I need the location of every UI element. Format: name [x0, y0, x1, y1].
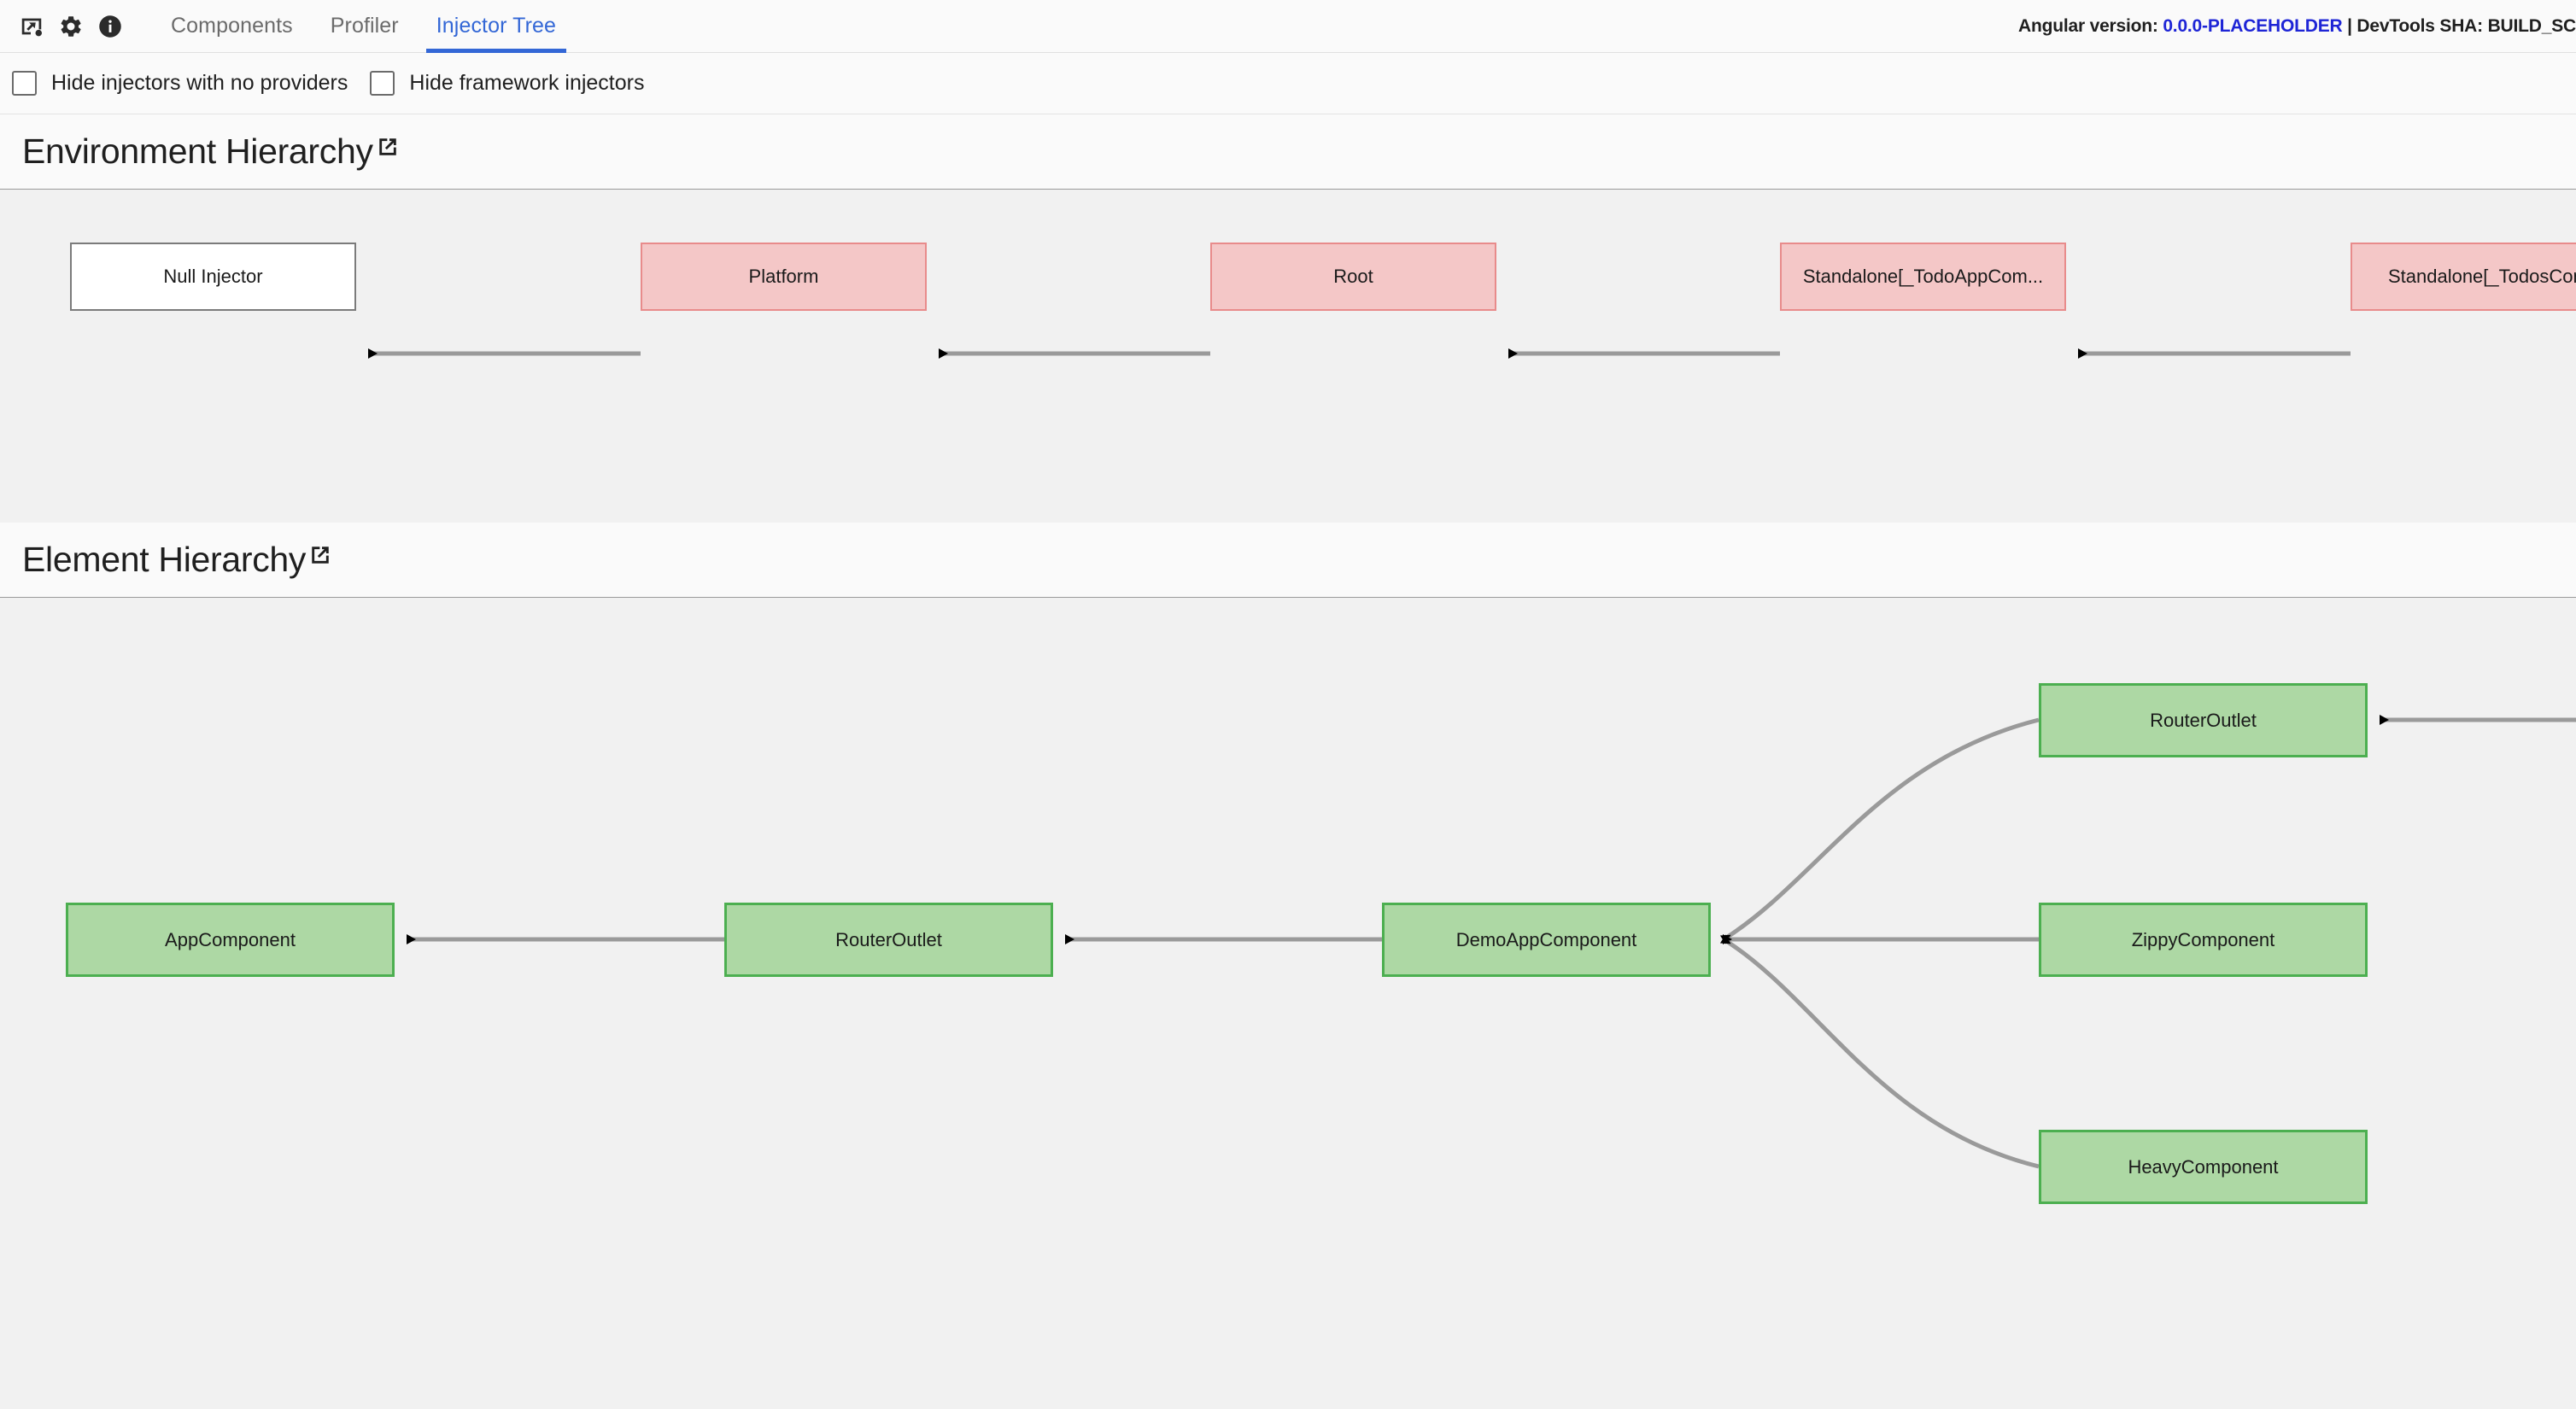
- open-in-new-icon[interactable]: [375, 134, 401, 160]
- info-icon[interactable]: [91, 7, 130, 46]
- node-label: AppComponent: [165, 928, 296, 950]
- version-prefix: Angular version:: [2018, 15, 2163, 36]
- devtools-sha: | DevTools SHA: BUILD_SC: [2342, 15, 2576, 36]
- node-label: HeavyComponent: [2128, 1155, 2279, 1178]
- environment-hierarchy-title: Environment Hierarchy: [22, 132, 373, 171]
- environment-hierarchy-header: Environment Hierarchy: [0, 114, 2576, 190]
- element-node-demo-app-component[interactable]: DemoAppComponent: [1382, 903, 1711, 977]
- node-label: Platform: [748, 266, 819, 287]
- injector-node-null-injector[interactable]: Null Injector: [70, 243, 356, 311]
- node-label: ZippyComponent: [2131, 928, 2275, 950]
- environment-edges: [368, 348, 2351, 359]
- element-node-heavy-component[interactable]: HeavyComponent: [2039, 1130, 2368, 1204]
- node-label: Null Injector: [163, 266, 263, 287]
- tab-components[interactable]: Components: [171, 14, 293, 38]
- hide-empty-injectors-checkbox[interactable]: Hide injectors with no providers: [12, 71, 348, 96]
- node-label: Root: [1333, 266, 1373, 287]
- element-node-router-outlet-1[interactable]: RouterOutlet: [724, 903, 1053, 977]
- node-label: DemoAppComponent: [1455, 928, 1637, 950]
- injector-node-platform[interactable]: Platform: [641, 243, 927, 311]
- element-hierarchy-canvas[interactable]: AppComponent RouterOutlet DemoAppCompone…: [0, 598, 2576, 1409]
- checkbox-box[interactable]: [370, 71, 395, 96]
- version-info: Angular version: 0.0.0-PLACEHOLDER | Dev…: [2018, 16, 2576, 37]
- node-label: Standalone[_TodosComp: [2387, 266, 2576, 287]
- element-picker-icon[interactable]: [12, 7, 51, 46]
- hide-empty-injectors-label: Hide injectors with no providers: [51, 71, 348, 95]
- element-node-zippy-component[interactable]: ZippyComponent: [2039, 903, 2368, 977]
- node-label: RouterOutlet: [835, 928, 942, 950]
- main-tabs: Components Profiler Injector Tree: [152, 0, 575, 53]
- checkbox-box[interactable]: [12, 71, 37, 96]
- injector-node-root[interactable]: Root: [1210, 243, 1496, 311]
- node-label: Standalone[_TodoAppCom...: [1802, 266, 2044, 287]
- node-label: RouterOutlet: [2150, 709, 2257, 731]
- element-node-app-component[interactable]: AppComponent: [66, 903, 395, 977]
- environment-hierarchy-canvas[interactable]: Null Injector Platform Root Standalone[_…: [0, 190, 2576, 523]
- element-node-router-outlet-2[interactable]: RouterOutlet: [2039, 683, 2368, 757]
- open-in-new-icon[interactable]: [307, 542, 333, 568]
- devtools-toolbar: Components Profiler Injector Tree Angula…: [0, 0, 2576, 53]
- injector-node-standalone-todoapp[interactable]: Standalone[_TodoAppCom...: [1780, 243, 2066, 311]
- filter-bar: Hide injectors with no providers Hide fr…: [0, 53, 2576, 114]
- hide-framework-injectors-label: Hide framework injectors: [409, 71, 645, 95]
- angular-version-value: 0.0.0-PLACEHOLDER: [2163, 15, 2343, 36]
- hide-framework-injectors-checkbox[interactable]: Hide framework injectors: [370, 71, 644, 96]
- injector-node-standalone-todos[interactable]: Standalone[_TodosComp: [2351, 243, 2576, 311]
- gear-icon[interactable]: [51, 7, 91, 46]
- tab-profiler[interactable]: Profiler: [330, 14, 399, 38]
- tab-injector-tree[interactable]: Injector Tree: [418, 0, 575, 53]
- element-hierarchy-header: Element Hierarchy: [0, 523, 2576, 598]
- element-hierarchy-title: Element Hierarchy: [22, 540, 307, 579]
